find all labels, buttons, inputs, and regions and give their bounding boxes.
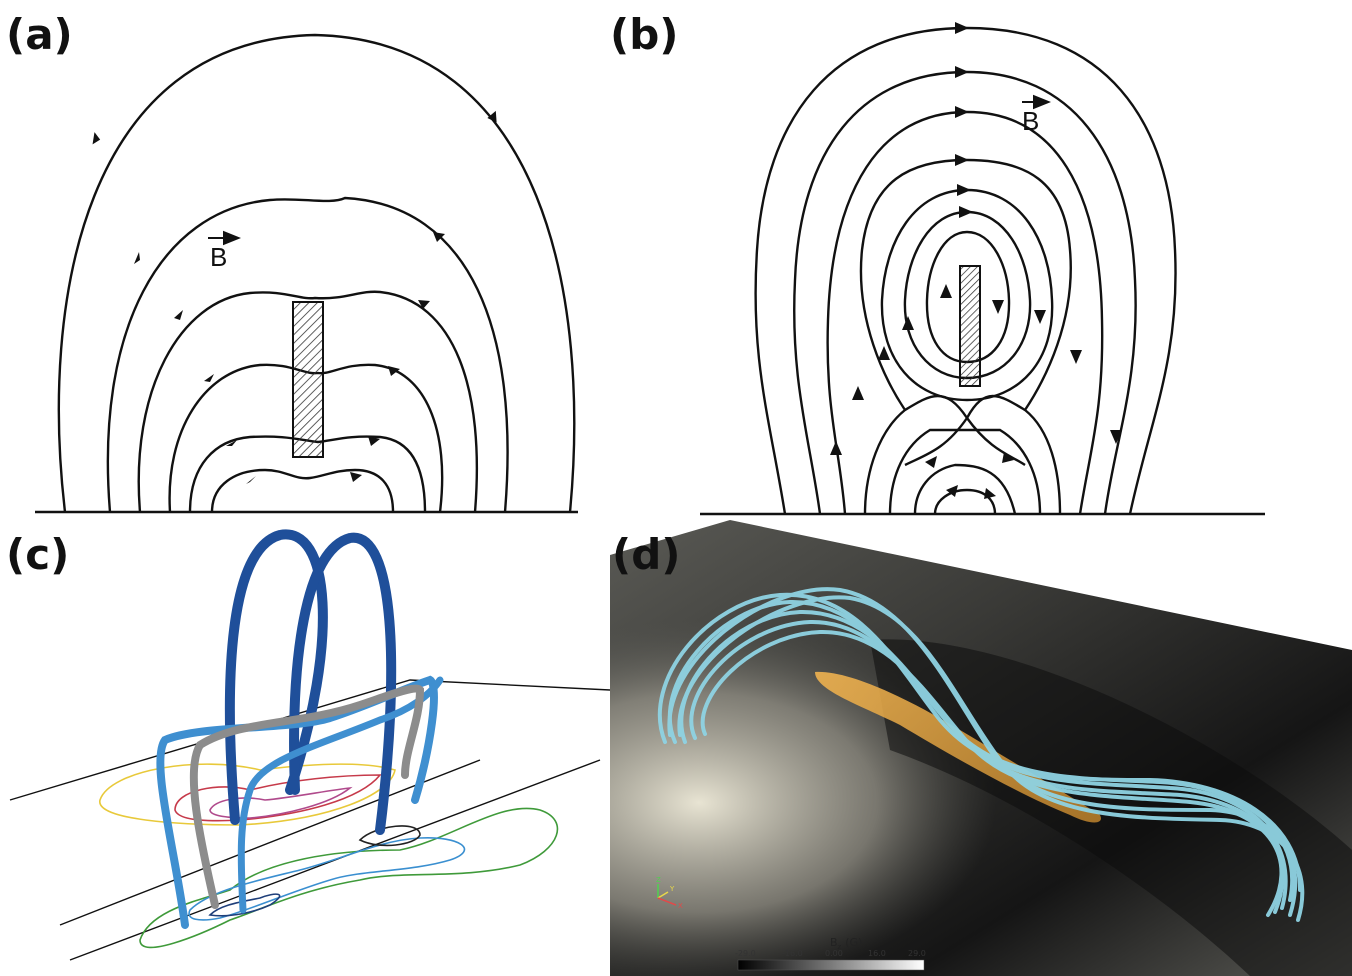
arrow-a-1: [92, 132, 101, 145]
panel-b-label: (b): [610, 10, 679, 59]
panel-c-3d-loops: [9, 529, 610, 961]
panel-a-field-diagram: B: [35, 33, 578, 514]
flux-rope-strand-6: [667, 587, 1298, 917]
arrow-b-5: [957, 184, 971, 196]
arrow-b-8: [852, 386, 864, 400]
colorbar-title: Bz(G): [830, 936, 862, 951]
loop-dark-blue-1: [224, 529, 328, 825]
field-label-a: B: [210, 242, 227, 272]
field-line-a-6: [210, 468, 395, 513]
arrow-b-6: [959, 206, 973, 218]
arrow-b-9: [878, 346, 890, 360]
arrow-b-2: [955, 66, 969, 78]
loop-dark-blue-2: [289, 532, 397, 835]
contour-blue: [188, 837, 466, 921]
arrow-b-4: [955, 154, 969, 166]
flux-rope-strand-5: [700, 629, 1284, 917]
colorbar-tick-3: 0.00: [825, 949, 843, 958]
colorbar-tick-5: 29.0: [908, 949, 926, 958]
axes-triad: Z Y X: [656, 876, 683, 910]
arrow-a-12: [350, 472, 362, 482]
field-line-a-3: [137, 290, 479, 513]
flux-rope-strand-7: [677, 595, 1305, 922]
plane-edge-top: [9, 679, 610, 801]
arrow-b-15: [1110, 430, 1122, 444]
arrow-a-6: [418, 300, 430, 309]
loop-light-blue-1: [156, 675, 438, 929]
arrow-a-4: [433, 232, 445, 242]
arrow-a-10: [368, 436, 380, 446]
panel-d: Z Y X Bz(G) -29.0 -16.0 0.00 16.0 29.0 (…: [610, 520, 1352, 976]
arrow-b-1: [955, 22, 969, 34]
arrow-a-11: [246, 476, 256, 484]
loop-light-blue-2: [237, 676, 444, 914]
arrow-b-14: [1070, 350, 1082, 364]
field-line-a-1: [57, 33, 576, 513]
arrow-a-5: [174, 310, 183, 320]
axis-x-label: X: [678, 902, 683, 910]
colorbar: Bz(G) -29.0 -16.0 0.00 16.0 29.0: [735, 936, 926, 971]
arrow-b-7: [830, 441, 842, 455]
current-sheet-b: [959, 265, 981, 387]
panel-d-flux-rope-render: Z Y X Bz(G) -29.0 -16.0 0.00 16.0 29.0: [610, 520, 1352, 976]
panel-c-label: (c): [6, 530, 70, 579]
arrow-b-3: [955, 106, 969, 118]
arrow-b-18: [946, 485, 958, 497]
panel-d-label: (d): [612, 530, 681, 579]
arrow-b-11: [940, 284, 952, 298]
arrow-b-19: [984, 488, 996, 499]
arrow-b-12: [992, 300, 1004, 314]
axis-y-label: Y: [669, 885, 675, 893]
panel-a: (a): [0, 0, 600, 520]
plane-edge-inner: [59, 759, 481, 926]
loop-gray: [189, 684, 425, 909]
arrow-b-17: [1002, 452, 1014, 463]
panel-b: (b): [600, 0, 1352, 520]
field-line-b-6: [913, 463, 1017, 515]
arrow-a-2: [487, 110, 497, 123]
arrow-b-13: [1034, 310, 1046, 324]
arrow-a-9: [226, 440, 237, 446]
field-line-b-8: [880, 188, 1054, 402]
panel-a-label: (a): [6, 10, 73, 59]
contour-navy: [208, 893, 281, 917]
contour-red: [174, 774, 382, 822]
field-label-b: B: [1022, 106, 1039, 136]
arrow-a-7: [204, 374, 214, 382]
arrow-a-8: [388, 366, 400, 376]
colorbar-tick-4: 16.0: [868, 949, 886, 958]
colorbar-tick-1: -29.0: [735, 949, 756, 958]
field-line-a-2: [106, 196, 509, 513]
current-sheet-a: [292, 301, 324, 458]
field-line-b-5: [888, 428, 1042, 515]
panel-c: (c): [0, 520, 610, 976]
field-line-b-7: [933, 488, 997, 515]
separatrix-2: [904, 394, 1026, 467]
colorbar-tick-2: -16.0: [782, 949, 803, 958]
axis-z-label: Z: [656, 876, 661, 884]
colorbar-gradient: [737, 959, 925, 971]
arrow-a-3: [134, 252, 140, 264]
arrow-b-16: [925, 456, 937, 468]
panel-b-field-diagram: B: [700, 22, 1265, 516]
arrow-b-10: [902, 316, 914, 330]
